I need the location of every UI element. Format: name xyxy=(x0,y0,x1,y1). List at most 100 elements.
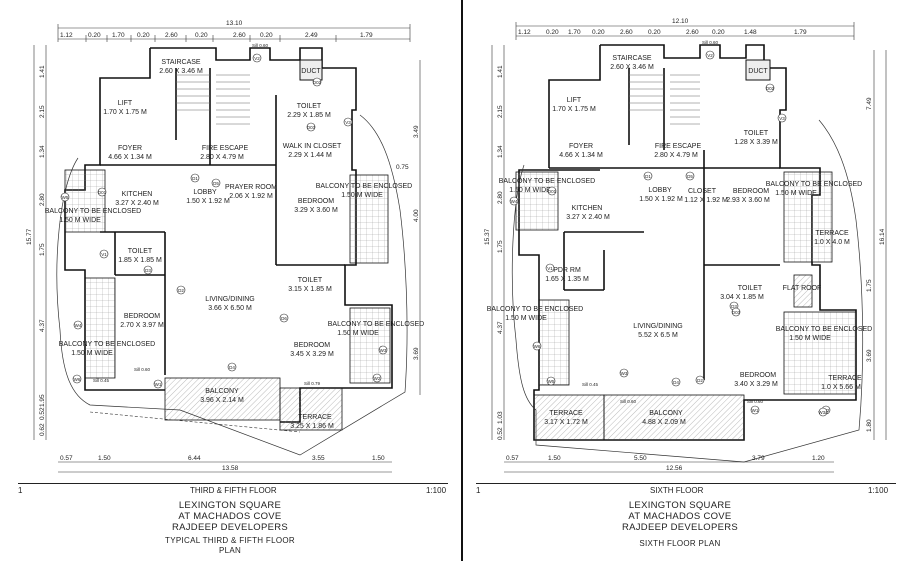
tag-marker: D1 xyxy=(190,173,200,183)
room-lift-size: 1.70 X 1.75 M xyxy=(552,106,596,113)
top-partial-dimensions: 1.12 0.20 1.70 0.20 2.60 0.20 2.60 0.20 … xyxy=(518,29,807,36)
room-balcony-size: 3.96 X 2.14 M xyxy=(200,397,244,404)
svg-text:V1: V1 xyxy=(547,266,553,271)
tag-marker: D4 xyxy=(227,362,237,372)
tag-marker: W5 xyxy=(546,376,556,386)
balcony-tiled-area-lower-right xyxy=(783,311,857,395)
room-balcony-enclosed-top-left-size: 1.50 M WIDE xyxy=(509,187,551,194)
svg-text:D5: D5 xyxy=(687,174,693,179)
svg-text:1.50: 1.50 xyxy=(548,455,561,462)
room-lift-name: LIFT xyxy=(118,100,133,107)
title-rule xyxy=(476,483,896,484)
svg-text:Sill 0.60: Sill 0.60 xyxy=(702,40,719,45)
room-staircase-name: STAIRCASE xyxy=(161,59,200,66)
tag-marker: D4 xyxy=(671,377,681,387)
room-closet-name: CLOSET xyxy=(688,188,717,195)
svg-text:Sill 0.60: Sill 0.60 xyxy=(134,367,151,372)
svg-text:D5: D5 xyxy=(213,181,219,186)
tag-marker: D01 xyxy=(97,187,107,197)
room-fire-escape-size: 2.80 X 4.79 M xyxy=(200,154,244,161)
top-dimension-lines xyxy=(515,22,855,40)
left-dimension-lines xyxy=(33,45,47,440)
left-dimension-lines xyxy=(491,45,505,440)
room-bedroom-right-name: BEDROOM xyxy=(740,372,776,379)
svg-text:D01: D01 xyxy=(548,189,557,194)
room-fire-escape-size: 2.80 X 4.79 M xyxy=(654,152,698,159)
room-balcony-enclosed-lower-right-size: 1.50 M WIDE xyxy=(337,330,379,337)
svg-text:0.20: 0.20 xyxy=(88,32,101,39)
room-kitchen-name: KITCHEN xyxy=(122,191,153,198)
svg-text:1.48: 1.48 xyxy=(744,29,757,36)
sill-labels: Sill 0.60 Sill 0.45 Sill 0.60 Sill 0.60 xyxy=(582,40,764,404)
svg-text:Sill 0.60: Sill 0.60 xyxy=(747,399,764,404)
svg-text:V3: V3 xyxy=(779,116,785,121)
svg-text:0.20: 0.20 xyxy=(592,29,605,36)
svg-text:2.49: 2.49 xyxy=(305,32,318,39)
svg-text:W6: W6 xyxy=(74,377,81,382)
room-balcony-size: 4.88 X 2.09 M xyxy=(642,419,686,426)
svg-text:V2: V2 xyxy=(707,53,713,58)
title-rule xyxy=(18,483,448,484)
svg-text:3.69: 3.69 xyxy=(413,347,420,360)
room-fire-escape-name: FIRE ESCAPE xyxy=(202,145,249,152)
room-bedroom-top-name: BEDROOM xyxy=(733,188,769,195)
tag-marker: W1 xyxy=(153,379,163,389)
svg-text:D01: D01 xyxy=(98,190,107,195)
plan-title-block: SIXTH FLOOR PLAN xyxy=(580,538,780,549)
terrace-hatch xyxy=(279,387,343,431)
svg-text:4.37: 4.37 xyxy=(39,319,46,332)
svg-text:0.20: 0.20 xyxy=(137,32,150,39)
room-lobby-size: 1.50 X 1.92 M xyxy=(639,196,683,203)
room-balcony-enclosed-top-right-name: BALCONY TO BE ENCLOSED xyxy=(766,181,862,188)
svg-text:0.57: 0.57 xyxy=(506,455,519,462)
svg-text:D1: D1 xyxy=(192,176,198,181)
room-balcony-enclosed-lower-right-size: 1.50 M WIDE xyxy=(789,335,831,342)
site-boundary-curve xyxy=(511,119,864,463)
room-toilet-right-name: TOILET xyxy=(298,277,323,284)
svg-text:Sill 0.60: Sill 0.60 xyxy=(252,43,269,48)
room-labels: STAIRCASE 2.60 X 3.46 M LIFT 1.70 X 1.75… xyxy=(487,55,872,426)
room-balcony-enclosed-top-right-size: 1.50 M WIDE xyxy=(775,190,817,197)
svg-text:16.14: 16.14 xyxy=(879,228,886,245)
room-balcony-enclosed-top-left-name: BALCONY TO BE ENCLOSED xyxy=(499,178,595,185)
room-balcony-enclosed-top-right-name: BALCONY TO BE ENCLOSED xyxy=(316,183,412,190)
room-balcony-enclosed-lower-right-name: BALCONY TO BE ENCLOSED xyxy=(776,326,872,333)
room-balcony-name: BALCONY xyxy=(649,410,683,417)
svg-text:D4: D4 xyxy=(673,380,679,385)
building-walls xyxy=(64,47,393,423)
svg-text:4.37: 4.37 xyxy=(497,321,504,334)
top-partial-dimensions: 1.12 0.20 1.70 0.20 2.60 0.20 2.60 0.20 … xyxy=(60,32,373,39)
flat-roof-area xyxy=(793,274,813,308)
tag-marker: V2 xyxy=(705,50,715,60)
bottom-total-dimension: 12.56 xyxy=(666,465,683,472)
svg-text:D02: D02 xyxy=(766,86,775,91)
room-walk-in-closet-size: 2.29 X 1.44 M xyxy=(288,152,332,159)
tag-marker: D2 xyxy=(695,375,705,385)
tag-marker: W6 xyxy=(72,374,82,384)
room-terrace-left-name: TERRACE xyxy=(549,410,583,417)
svg-text:0.62: 0.62 xyxy=(39,423,46,436)
room-toilet-mid-size: 3.04 X 1.85 M xyxy=(720,294,764,301)
tag-marker: V3 xyxy=(343,117,353,127)
room-balcony-enclosed-left-name: BALCONY TO BE ENCLOSED xyxy=(487,306,583,313)
tag-marker: D1 xyxy=(643,171,653,181)
bottom-dimension-lines xyxy=(504,461,834,473)
room-pdr-size: 1.65 X 1.35 M xyxy=(545,276,589,283)
tag-marker: W3a xyxy=(818,407,828,417)
room-prayer-room-size: 2.06 X 1.92 M xyxy=(229,193,273,200)
duct-box xyxy=(299,59,323,81)
door-window-tags: D1 D2 D3 D4 D5 D6 V1 V2 V3 W1 W2 W3 W4 W… xyxy=(60,53,388,389)
tag-marker: W2 xyxy=(372,373,382,383)
scale-label: 1:100 xyxy=(868,486,889,495)
left-partial-dimensions: 1.41 2.15 1.34 2.80 1.75 4.37 1.95 0.52 … xyxy=(39,65,46,436)
balcony-tiled-area-left xyxy=(538,299,570,386)
setback-line xyxy=(89,411,301,433)
svg-text:W3: W3 xyxy=(380,348,387,353)
room-bedroom-left-name: BEDROOM xyxy=(124,313,160,320)
tag-marker: V2 xyxy=(252,53,262,63)
tag-marker: W3 xyxy=(378,345,388,355)
svg-text:1.12: 1.12 xyxy=(518,29,531,36)
svg-text:D1: D1 xyxy=(645,174,651,179)
developer-name: RAJDEEP DEVELOPERS xyxy=(171,522,289,533)
svg-text:1.79: 1.79 xyxy=(794,29,807,36)
